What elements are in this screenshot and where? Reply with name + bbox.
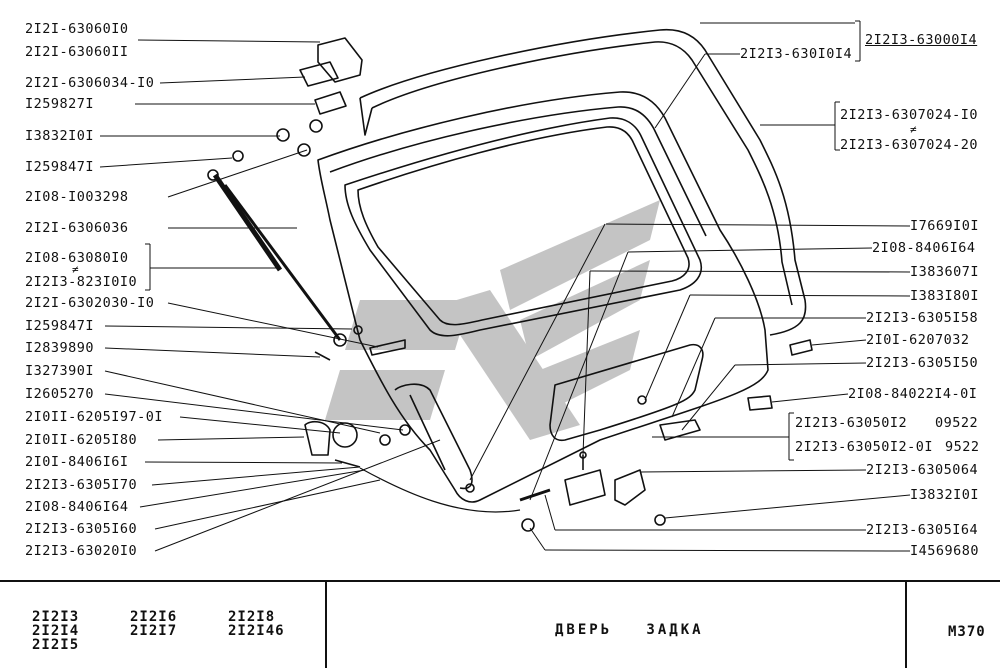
label-right-5: I7669I0I bbox=[910, 218, 980, 234]
label-left-9: 2I08-63080I0 bbox=[25, 250, 129, 266]
label-left-10: 2I2I3-823I0I0 bbox=[25, 274, 138, 290]
label-right-9: 2I2I3-6305I58 bbox=[866, 310, 979, 326]
glass-opening bbox=[344, 117, 702, 337]
label-right-6: 2I08-8406I64 bbox=[872, 240, 976, 256]
label-right-1: 2I2I3-63000I4 bbox=[865, 32, 978, 48]
door-handle bbox=[659, 419, 701, 441]
model-code-7: 2I2I46 bbox=[228, 623, 285, 639]
drawing-title: ДВЕРЬ ЗАДКА bbox=[555, 622, 704, 638]
label-right-4: 2I2I3-6307024-20 bbox=[840, 137, 979, 153]
label-right-15: 2I2I3-6305064 bbox=[866, 462, 979, 478]
door-panel-outline bbox=[317, 91, 769, 503]
label-left-11: 2I2I-6302030-I0 bbox=[25, 295, 155, 311]
label-right-12: 2I08-84022I4-0I bbox=[848, 386, 978, 402]
lamp bbox=[747, 395, 773, 411]
label-right-16: I3832I0I bbox=[910, 487, 980, 503]
lower-panel bbox=[549, 343, 704, 442]
label-left-21: 2I2I3-6305I60 bbox=[25, 521, 138, 537]
label-right-2: 2I2I3-630I0I4 bbox=[740, 46, 853, 62]
label-left-12: I259847I bbox=[25, 318, 95, 334]
neq-symbol-left: ≠ bbox=[72, 263, 80, 276]
diagram-drawing bbox=[99, 20, 911, 552]
label-left-15: I2605270 bbox=[25, 386, 95, 402]
hinge-parts bbox=[232, 37, 363, 162]
model-code-4: 2I2I6 bbox=[130, 609, 178, 625]
label-left-14: I327390I bbox=[25, 363, 95, 379]
label-right-13-date: 09522 bbox=[935, 415, 979, 431]
latch-bracket bbox=[564, 469, 606, 506]
label-left-17: 2I0II-6205I80 bbox=[25, 432, 138, 448]
label-right-17: 2I2I3-6305I64 bbox=[866, 522, 979, 538]
label-left-20: 2I08-8406I64 bbox=[25, 499, 129, 515]
title-block-divider-1 bbox=[325, 582, 327, 668]
label-right-3: 2I2I3-6307024-I0 bbox=[840, 107, 979, 123]
label-left-2: 2I2I-63060II bbox=[25, 44, 129, 60]
model-code-3: 2I2I5 bbox=[32, 637, 80, 653]
watermark-logo bbox=[325, 200, 660, 440]
label-right-14: 2I2I3-63050I2-0I bbox=[795, 439, 934, 455]
label-left-3: 2I2I-6306034-I0 bbox=[25, 75, 155, 91]
neq-symbol-right: ≠ bbox=[910, 123, 918, 136]
label-right-11: 2I2I3-6305I50 bbox=[866, 355, 979, 371]
label-left-18: 2I0I-8406I6I bbox=[25, 454, 129, 470]
label-right-13: 2I2I3-63050I2 bbox=[795, 415, 908, 431]
label-right-10: 2I0I-6207032 bbox=[866, 332, 970, 348]
label-right-7: I383607I bbox=[910, 264, 980, 280]
label-left-8: 2I2I-6306036 bbox=[25, 220, 129, 236]
label-left-16: 2I0II-6205I97-0I bbox=[25, 409, 164, 425]
label-left-6: I259847I bbox=[25, 159, 95, 175]
drawing-code: М370 bbox=[948, 624, 986, 640]
model-code-6: 2I2I8 bbox=[228, 609, 276, 625]
label-right-18: I4569680 bbox=[910, 543, 980, 559]
label-left-5: I3832I0I bbox=[25, 128, 95, 144]
label-left-7: 2I08-I003298 bbox=[25, 189, 129, 205]
model-code-1: 2I2I3 bbox=[32, 609, 80, 625]
title-block-divider-2 bbox=[905, 582, 907, 668]
model-code-2: 2I2I4 bbox=[32, 623, 80, 639]
label-right-8: I383I80I bbox=[910, 288, 980, 304]
label-left-13: I2839890 bbox=[25, 340, 95, 356]
model-code-5: 2I2I7 bbox=[130, 623, 178, 639]
title-block: 2I2I3 2I2I4 2I2I5 2I2I6 2I2I7 2I2I8 2I2I… bbox=[0, 580, 1000, 668]
label-left-22: 2I2I3-63020I0 bbox=[25, 543, 138, 559]
door-seal-outline bbox=[359, 28, 807, 336]
label-right-14-date: 9522 bbox=[945, 439, 980, 455]
label-left-1: 2I2I-63060I0 bbox=[25, 21, 129, 37]
label-left-19: 2I2I3-6305I70 bbox=[25, 477, 138, 493]
lock-cylinder bbox=[304, 420, 331, 456]
label-left-4: I259827I bbox=[25, 96, 95, 112]
